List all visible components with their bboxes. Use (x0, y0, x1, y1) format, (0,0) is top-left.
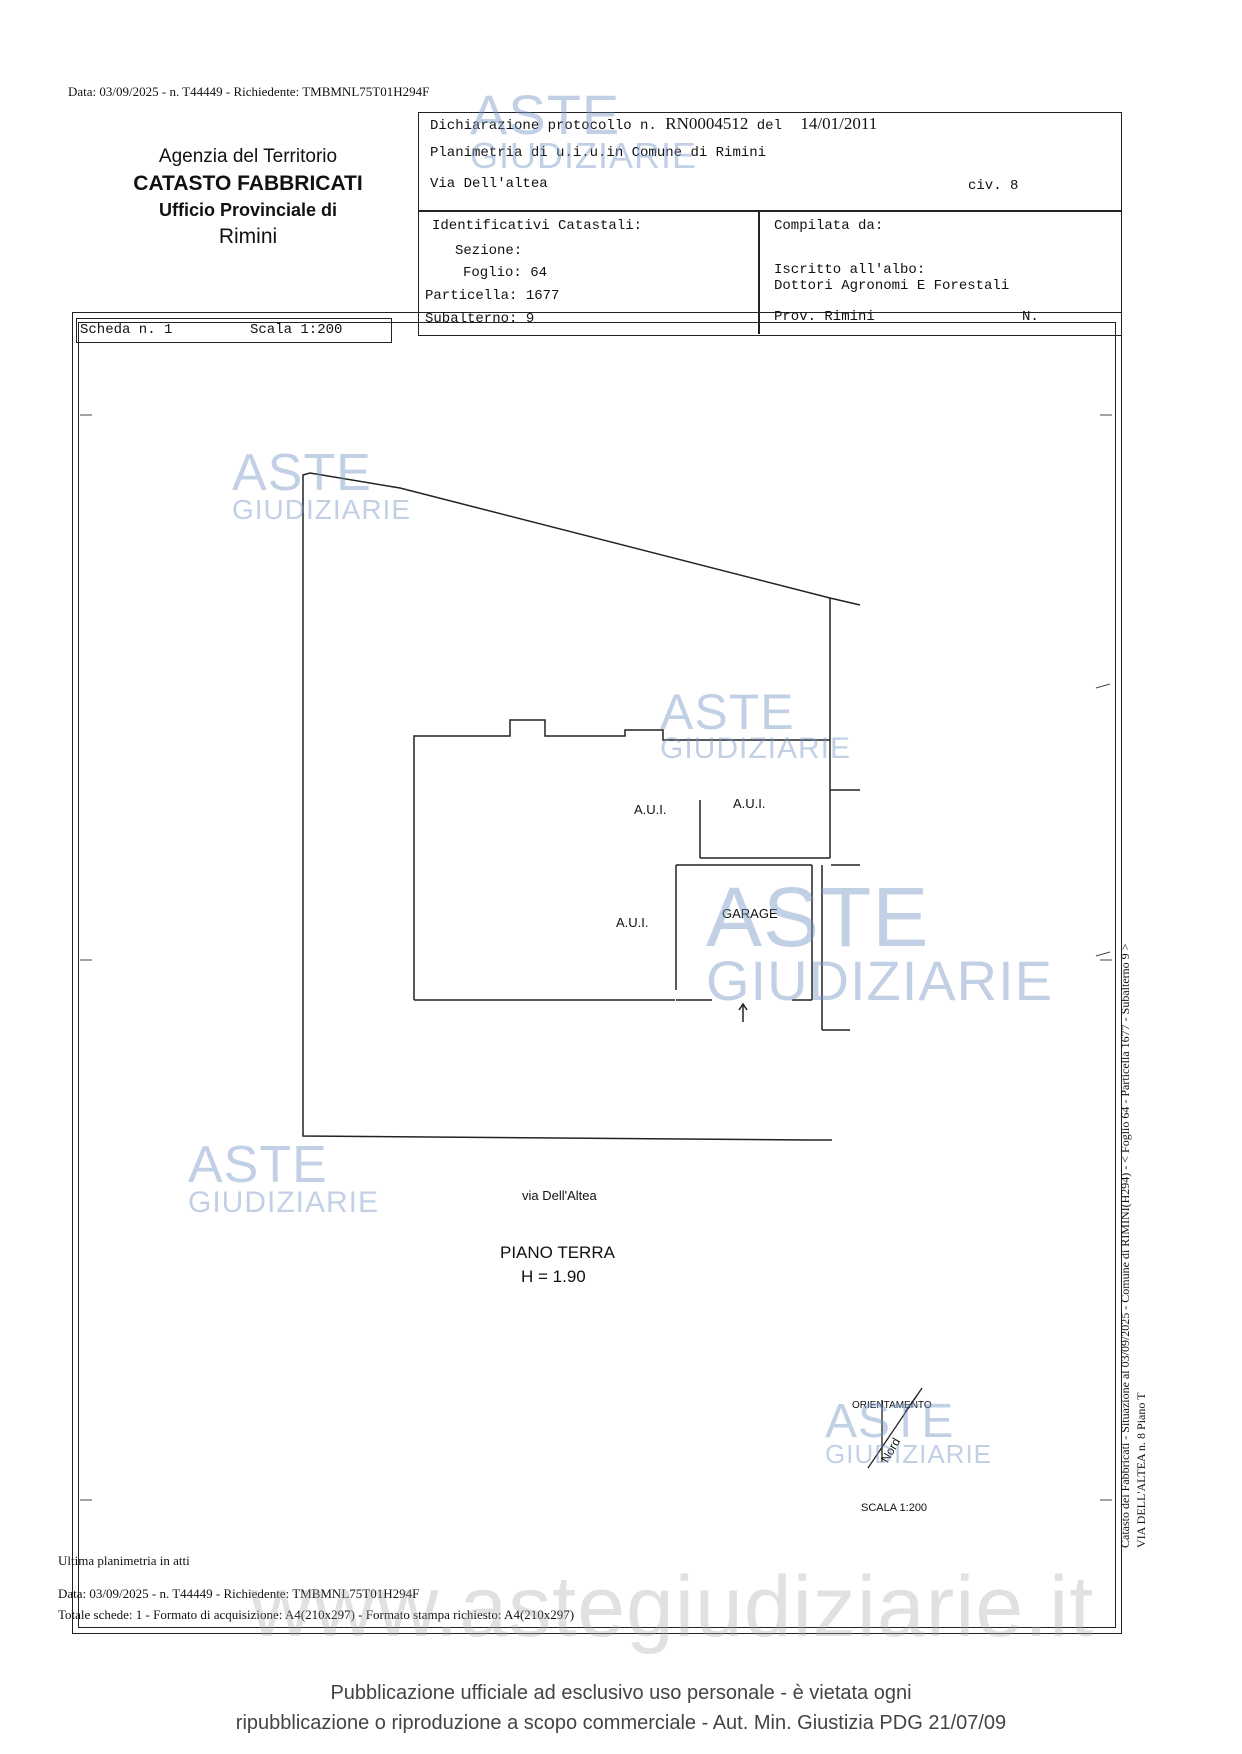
publication-line-2: ripubblicazione o riproduzione a scopo c… (235, 1712, 1007, 1734)
publication-line-1: Pubblicazione ufficiale ad esclusivo uso… (330, 1682, 912, 1704)
building-outline (413, 719, 830, 1000)
albo-value: Dottori Agronomi E Forestali (774, 278, 1010, 294)
scheda-scale: Scala 1:200 (250, 322, 343, 338)
footer-data: Data: 03/09/2025 - n. T44449 - Richieden… (58, 1586, 420, 1601)
civ-number: civ. 8 (968, 178, 1019, 194)
top-header: Data: 03/09/2025 - n. T44449 - Richieden… (68, 84, 430, 99)
identifiers-box (418, 210, 1122, 336)
protocol-line: Dichiarazione protocollo n. RN0004512 de… (430, 114, 877, 134)
ufficio-label: Ufficio Provinciale di (158, 200, 338, 220)
identifiers-divider (758, 212, 760, 334)
height-label: H = 1.90 (521, 1267, 586, 1286)
protocol-date: 14/01/2011 (800, 114, 878, 133)
room-aui-2: A.U.I. (733, 796, 766, 811)
agency-name: Agenzia del Territorio (158, 146, 338, 167)
outer-frame (72, 312, 1122, 1634)
floor-label: PIANO TERRA (500, 1243, 615, 1262)
foglio-field: Foglio: 64 (463, 265, 548, 281)
footer-totale: Totale schede: 1 - Formato di acquisizio… (58, 1607, 575, 1622)
protocol-number: RN0004512 (665, 114, 749, 133)
planimetria-line: Planimetria di u.i.u.in Comune di Rimini (430, 145, 767, 161)
room-aui-3: A.U.I. (616, 915, 649, 930)
orientation-label: ORIENTAMENTO (852, 1400, 932, 1411)
prov-value: Prov. Rimini (774, 309, 875, 325)
street-label: via Dell'Altea (522, 1188, 597, 1203)
side-text-2: VIA DELL'ALTEA n. 8 Piano T (1134, 1392, 1148, 1549)
scheda-label: Scheda n. 1 (80, 322, 173, 338)
side-text-1: Catasto dei Fabbricati - Situazione al 0… (1118, 943, 1132, 1548)
declaration-box (418, 112, 1122, 212)
entrance-arrow-head (738, 1002, 748, 1011)
watermark-site: www.astegiudiziarie.it (250, 1559, 1095, 1655)
compilata-label: Compilata da: (774, 218, 884, 234)
room-aui-1: A.U.I. (634, 802, 667, 817)
sezione-field: Sezione: (455, 243, 523, 259)
lot-outline (302, 472, 861, 1141)
agency-block: Agenzia del Territorio CATASTO FABBRICAT… (88, 146, 408, 249)
ultima-planimetria: Ultima planimetria in atti (58, 1553, 190, 1568)
del-label: del (756, 118, 782, 134)
address-line: Via Dell'altea (430, 176, 548, 192)
office-city: Rimini (218, 225, 278, 248)
subalterno-field: Subalterno: 9 (425, 311, 535, 327)
scheda-box (76, 318, 392, 343)
particella-field: Particella: 1677 (425, 288, 560, 304)
identifiers-title: Identificativi Catastali: (432, 218, 643, 234)
n-label: N. (1022, 309, 1039, 325)
protocol-label: Dichiarazione protocollo n. (430, 118, 657, 134)
north-arrow (867, 1387, 923, 1469)
catasto-title: CATASTO FABBRICATI (133, 172, 363, 195)
inner-frame (78, 322, 1116, 1628)
iscritto-label: Iscritto all'albo: (774, 262, 926, 278)
plan-scale: SCALA 1:200 (861, 1502, 928, 1514)
room-garage: GARAGE (722, 906, 778, 921)
